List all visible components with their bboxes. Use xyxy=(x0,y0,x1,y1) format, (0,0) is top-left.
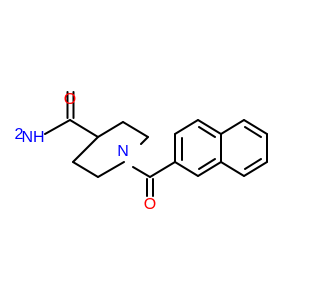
bond-ring-c3-c2 xyxy=(122,121,149,138)
molecule-structure: O NH 2 N O xyxy=(15,91,268,213)
bond-naph-8 xyxy=(243,119,268,135)
atom-nitrogen-amide: NH xyxy=(21,129,44,146)
bond-carbonyl-naphthyl xyxy=(149,161,176,178)
bond-amide-cn xyxy=(44,119,71,135)
atom-nitrogen-amide-label: NH xyxy=(21,129,44,146)
bond-ring-c2-n xyxy=(140,136,149,145)
bond-naph-7 xyxy=(220,119,245,135)
bond-naph-10 xyxy=(243,161,268,177)
bond-ring-n-c6 xyxy=(97,161,125,178)
bond-ring-c4-c3 xyxy=(97,121,124,138)
atom-nitrogen-amide-subscript: 2 xyxy=(15,126,24,143)
bond-naph-3-inner xyxy=(198,126,216,138)
bond-naph-10-inner xyxy=(244,158,262,170)
bond-ring-c5-c4 xyxy=(72,136,99,163)
bond-naph-3 xyxy=(197,119,222,135)
bond-naph-11 xyxy=(220,161,245,177)
bond-amide-ring xyxy=(69,119,99,138)
atom-oxygen-amide: O xyxy=(64,91,76,108)
bond-ring-c6-c5 xyxy=(72,161,99,178)
bond-naph-2 xyxy=(174,119,199,135)
bond-naph-8-inner xyxy=(244,126,262,138)
atom-nitrogen-ring: N xyxy=(117,143,129,160)
bond-naph-5-inner xyxy=(198,158,216,170)
bond-n-carbonyl xyxy=(132,166,151,178)
structure-canvas: O NH 2 N O xyxy=(15,91,268,213)
bond-naph-5 xyxy=(197,161,222,177)
atom-oxygen-ketone: O xyxy=(144,196,156,213)
bond-naph-6 xyxy=(174,161,199,177)
